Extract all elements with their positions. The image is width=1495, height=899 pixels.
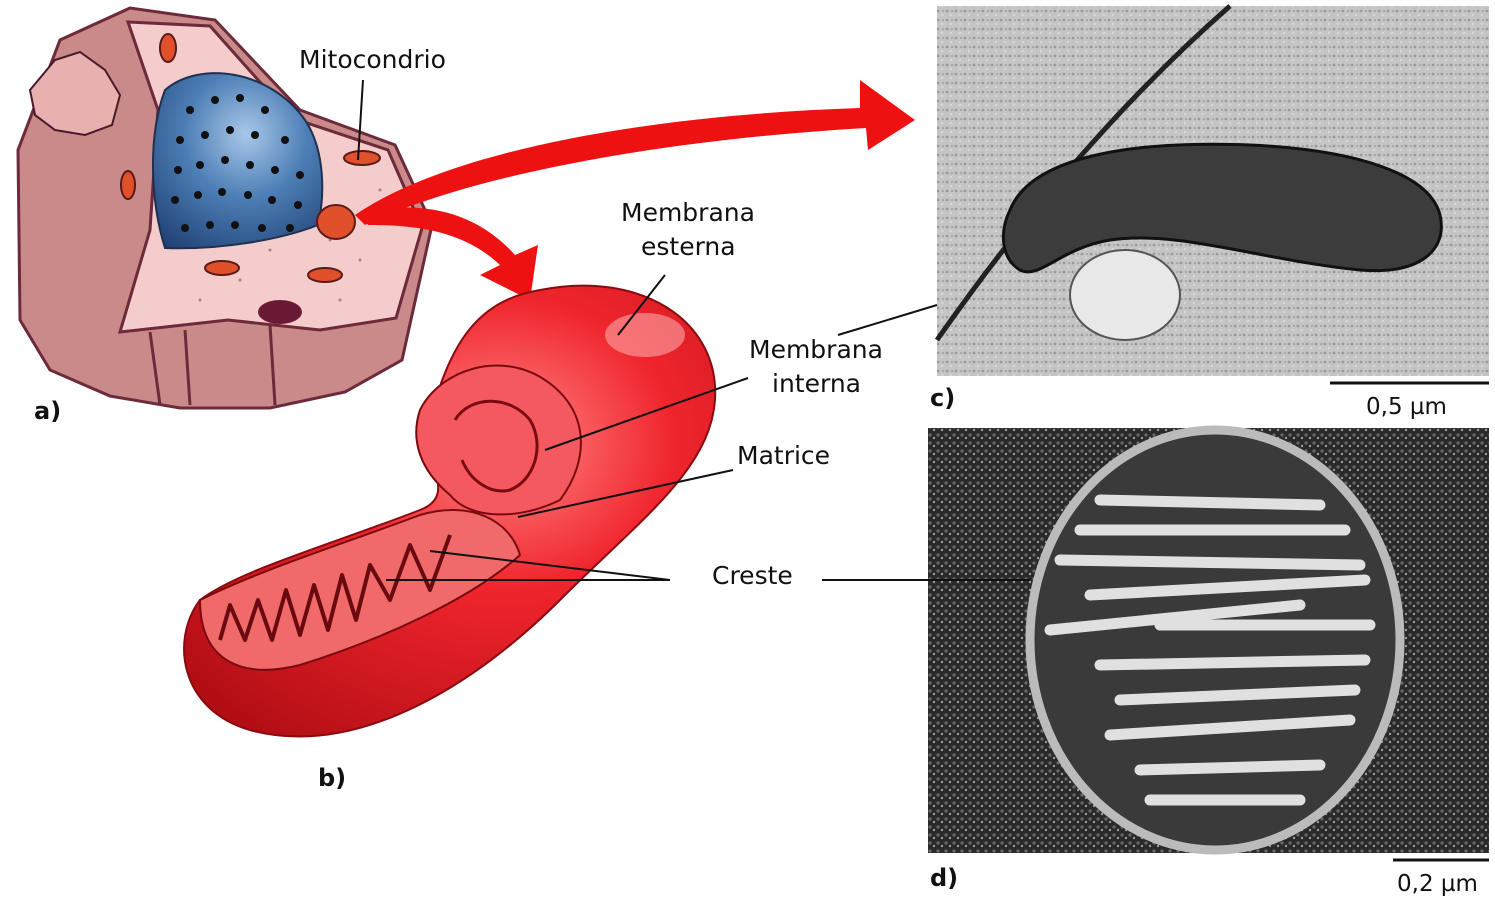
arrows (355, 80, 915, 300)
scale-label-c: 0,5 µm (1366, 394, 1447, 420)
em-image-transmission (937, 6, 1489, 376)
panel-label-a: a) (34, 397, 61, 425)
panel-label-d: d) (930, 864, 958, 892)
label-membrana-esterna-1: Membrana (621, 198, 755, 227)
label-membrana-interna-1: Membrana (749, 335, 883, 364)
panel-label-b: b) (318, 764, 346, 792)
label-membrana-interna-2: interna (772, 369, 861, 398)
mito-highlight (605, 313, 685, 357)
em-c-vesicle (1070, 250, 1180, 340)
em-image-scanning (928, 428, 1489, 853)
scale-label-d: 0,2 µm (1397, 871, 1478, 897)
label-creste: Creste (712, 561, 793, 590)
em-d-mitochondrion-outline (1030, 430, 1400, 850)
label-mitocondrio: Mitocondrio (299, 45, 446, 74)
panel-label-c: c) (930, 384, 955, 412)
label-membrana-esterna-2: esterna (641, 232, 736, 261)
nucleolus-spot (258, 300, 302, 324)
leader-membrana-em (838, 305, 937, 335)
label-matrice: Matrice (737, 441, 830, 470)
